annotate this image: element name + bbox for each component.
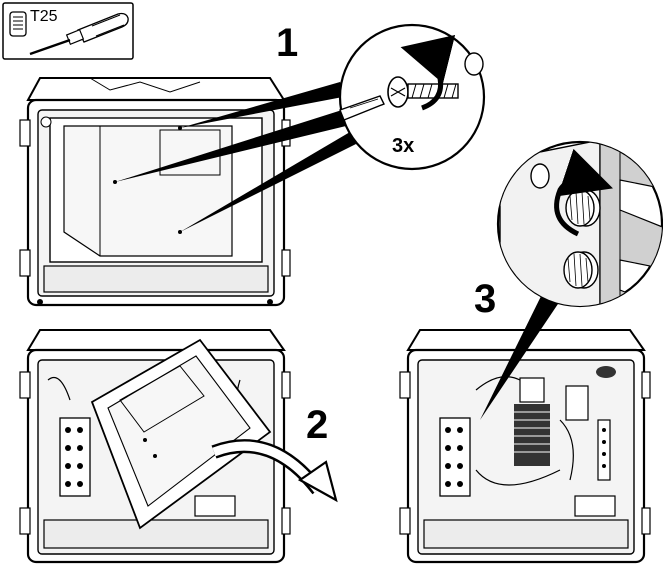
terminal-block-3 <box>439 417 471 497</box>
enclosure-panel-1 <box>19 77 291 307</box>
enclosure-panel-3 <box>399 329 651 564</box>
screw-hole <box>464 52 484 76</box>
removed-cover <box>90 338 272 530</box>
step-3-number: 3 <box>474 277 496 321</box>
rotate-arrow-icon <box>554 148 613 237</box>
step-2-number: 2 <box>306 403 328 447</box>
knob-icon <box>563 189 601 289</box>
zoom-circle-screw: 3x <box>338 23 486 171</box>
screwdriver-tip <box>339 95 385 121</box>
tool-box: T25 <box>2 2 134 60</box>
tool-label: T25 <box>30 8 58 25</box>
zoom-circle-knob <box>496 140 663 308</box>
callout-wedge-3 <box>480 282 566 420</box>
step-1-number: 1 <box>276 21 298 65</box>
screw-icon <box>387 76 459 108</box>
turn-arrow-icon <box>211 439 338 503</box>
heatsink <box>514 404 550 466</box>
terminal-block <box>65 427 83 487</box>
torx-screwdriver-icon <box>9 11 129 56</box>
quantity-label: 3x <box>392 135 414 157</box>
rotate-arrow-icon <box>400 35 456 111</box>
callout-wedges-1 <box>115 82 356 232</box>
enclosure-panel-2 <box>19 329 291 564</box>
